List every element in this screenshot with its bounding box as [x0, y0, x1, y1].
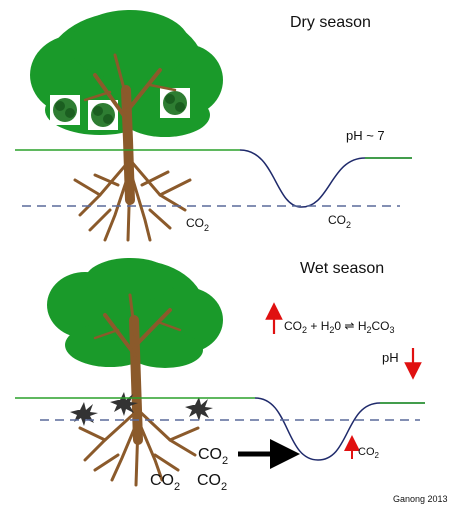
root-co2-label-left: CO2 [150, 472, 180, 493]
co2-flow-label: CO2 [198, 446, 228, 467]
root-co2-label-right: CO2 [197, 472, 227, 493]
wet-pond-co2-label: CO2 [358, 446, 380, 460]
dry-season-title: Dry season [290, 14, 371, 31]
wet-tree-canopy [47, 258, 223, 368]
dry-tree-roots [73, 158, 192, 242]
carbonic-acid-equation: CO2 + H20 ⇌ H2CO3 [284, 319, 395, 335]
dry-tree-trunk [83, 53, 177, 205]
dry-soil-co2-label: CO2 [186, 216, 209, 233]
wet-season-panel: Wet season CO2 + H20 ⇌ H2CO3 pH CO2 CO2 … [15, 258, 425, 493]
dry-season-panel: Dry season pH ~ 7 CO2 CO2 [15, 10, 412, 242]
wet-season-title: Wet season [300, 260, 384, 277]
dry-ph-label: pH ~ 7 [346, 128, 385, 143]
dry-pond-co2-label: CO2 [328, 213, 351, 230]
wet-tree-roots [78, 408, 200, 487]
dry-pond-outline [239, 149, 412, 208]
wet-ph-label: pH [382, 350, 399, 365]
wet-pond-outline [254, 397, 425, 461]
credit-label: Ganong 2013 [393, 494, 448, 504]
dry-leaf-clusters [50, 88, 190, 130]
